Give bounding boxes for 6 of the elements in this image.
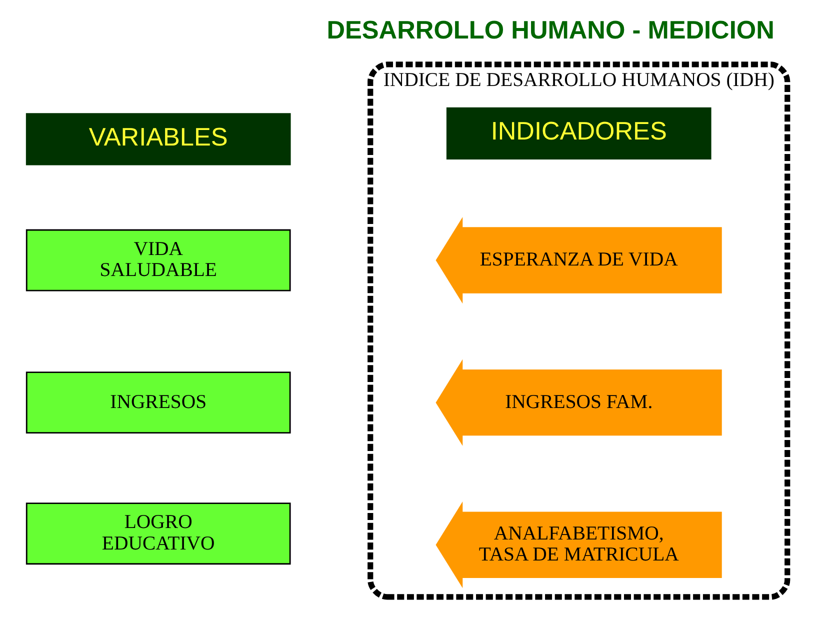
node-box: LOGRO EDUCATIVO [26, 502, 291, 565]
diagram-title: DESARROLLO HUMANO - MEDICION [326, 16, 774, 44]
node-box: VIDA SALUDABLE [26, 229, 291, 292]
node-box: INGRESOS [26, 372, 291, 434]
node-box: VARIABLES [26, 113, 291, 166]
node-box: INDICADORES [446, 107, 712, 160]
